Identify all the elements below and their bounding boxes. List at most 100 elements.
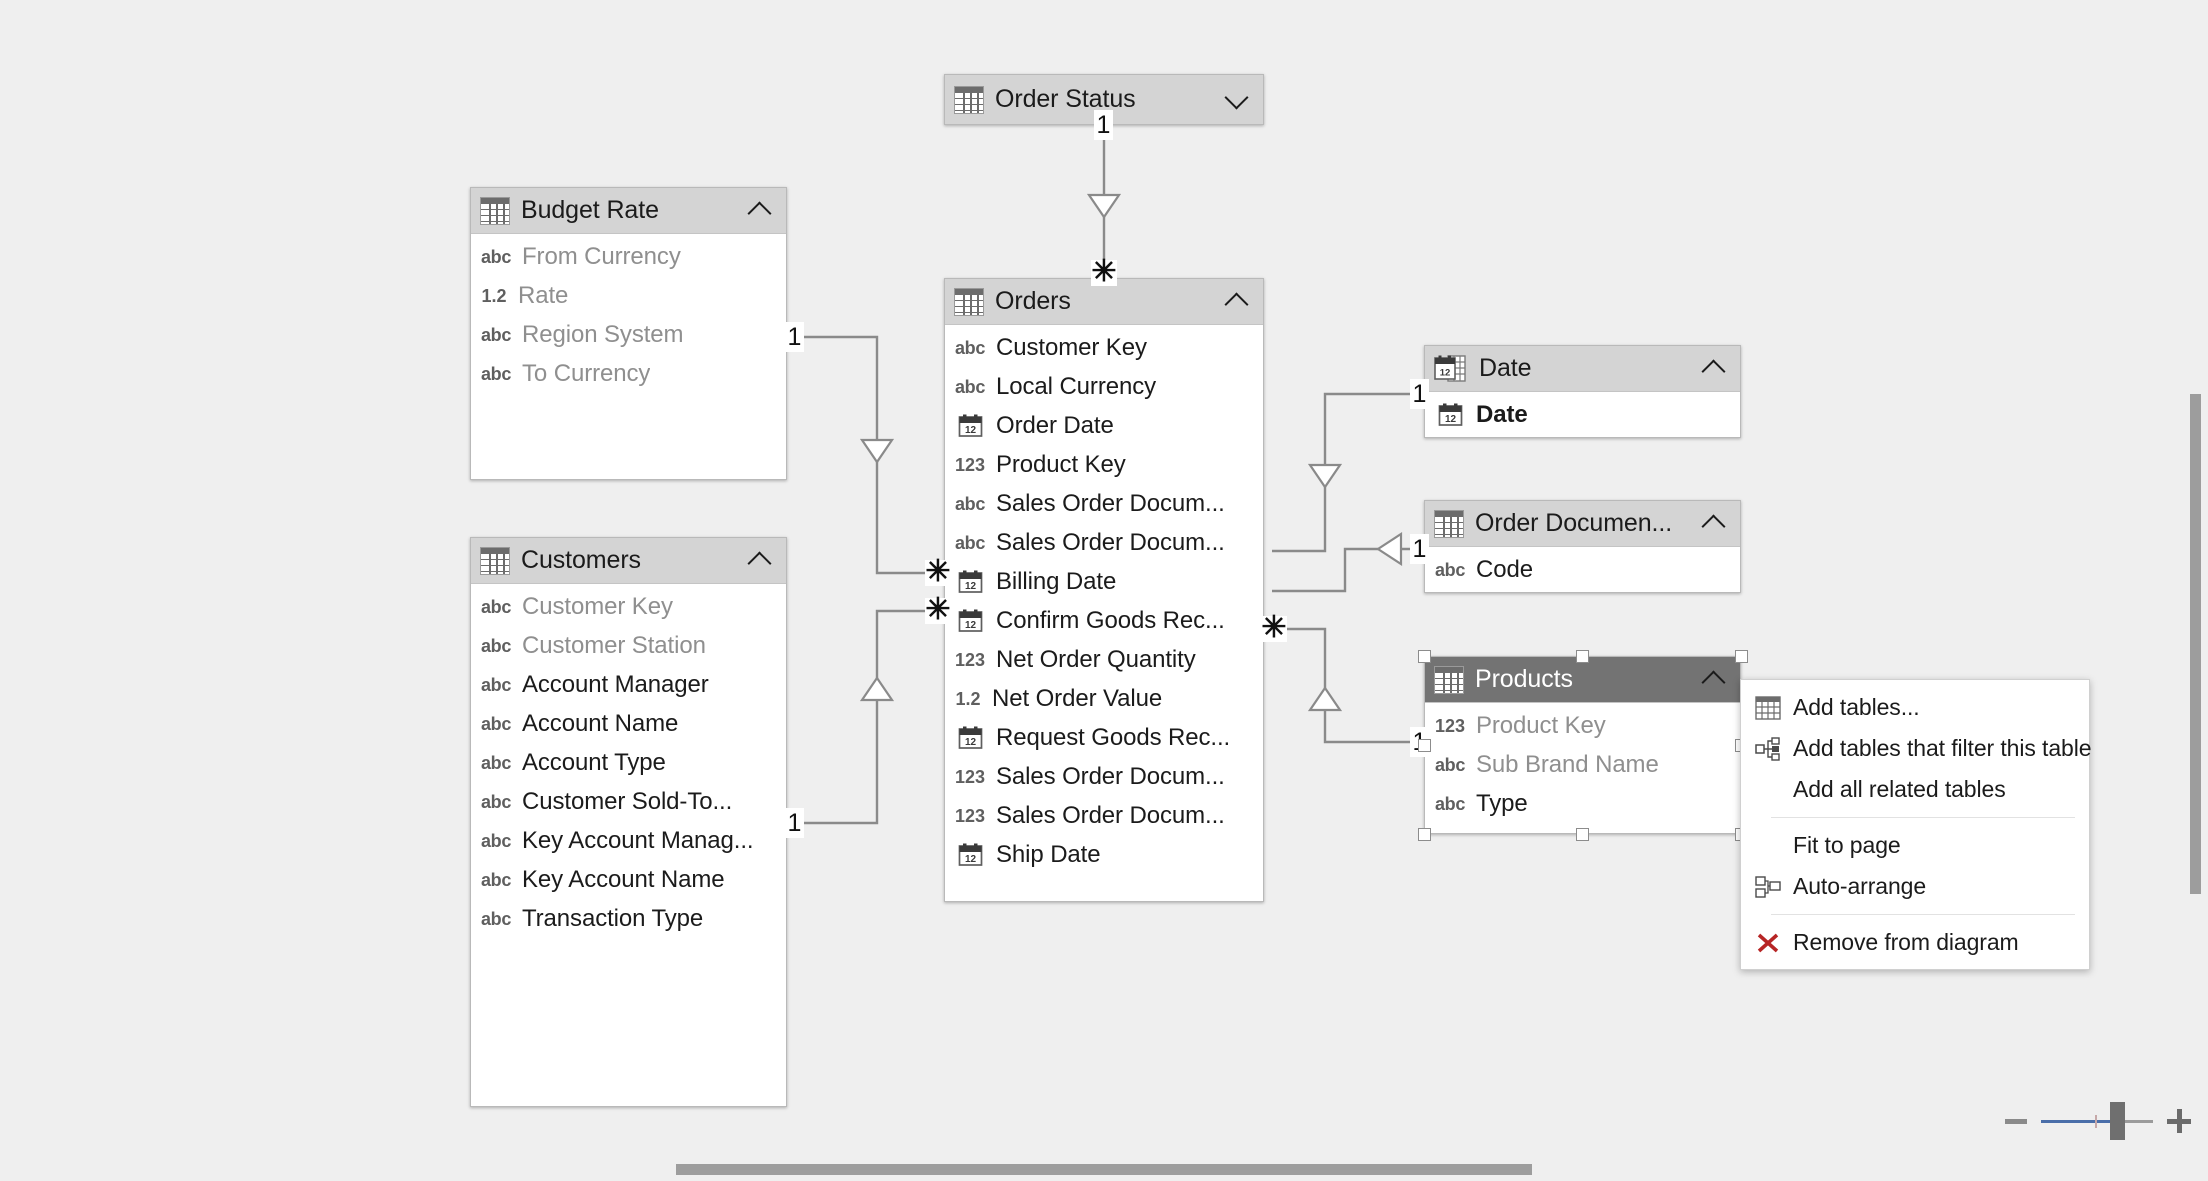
- resize-handle-top-left[interactable]: [1418, 650, 1431, 663]
- table-header-order-document[interactable]: Order Documen...: [1425, 501, 1740, 547]
- text-type-icon: abc: [480, 791, 512, 812]
- chevron-up-icon[interactable]: [746, 546, 776, 576]
- horizontal-scrollbar-thumb[interactable]: [676, 1164, 1532, 1175]
- number-type-icon: 123: [954, 649, 986, 670]
- table-header-orders[interactable]: Orders: [945, 279, 1263, 325]
- zoom-slider-remainder: [2117, 1119, 2153, 1123]
- zoom-slider-control[interactable]: [2005, 1102, 2191, 1140]
- text-type-icon: abc: [954, 532, 986, 553]
- table-title: Customers: [521, 546, 641, 574]
- resize-handle-top-center[interactable]: [1576, 650, 1589, 663]
- filter-tables-icon: [1755, 736, 1793, 761]
- chevron-up-icon[interactable]: [1700, 354, 1730, 384]
- resize-handle-bottom-center[interactable]: [1576, 828, 1589, 841]
- text-type-icon: abc: [480, 830, 512, 851]
- text-type-icon: abc: [480, 908, 512, 929]
- text-type-icon: abc: [480, 674, 512, 695]
- menu-item-label: Add all related tables: [1793, 776, 2006, 802]
- minus-icon[interactable]: [2005, 1118, 2027, 1124]
- text-type-icon: abc: [1434, 754, 1466, 775]
- context-menu[interactable]: Add tables... Add tables that filter thi…: [1740, 679, 2092, 970]
- table-header-products[interactable]: Products: [1425, 657, 1740, 703]
- date-type-icon: 12: [953, 841, 987, 869]
- menu-item-add-tables[interactable]: Add tables...: [1741, 687, 2089, 728]
- menu-item-add-all-related-tables[interactable]: Add all related tables: [1741, 769, 2089, 810]
- chevron-up-icon[interactable]: [1700, 509, 1730, 539]
- menu-item-fit-to-page[interactable]: Fit to page: [1741, 825, 2089, 866]
- chevron-up-icon[interactable]: [1223, 287, 1253, 317]
- menu-item-add-tables-that-filter[interactable]: Add tables that filter this table: [1741, 728, 2092, 769]
- zoom-slider-thumb[interactable]: [2110, 1102, 2125, 1140]
- chevron-down-icon[interactable]: [1223, 85, 1253, 115]
- resize-handle-top-right[interactable]: [1735, 650, 1748, 663]
- table-title: Date: [1479, 354, 1532, 382]
- text-type-icon: abc: [1434, 793, 1466, 814]
- table-icon: [480, 196, 510, 225]
- text-type-icon: abc: [954, 376, 986, 397]
- zoom-slider-tick: [2095, 1114, 2097, 1128]
- table-header-budget-rate[interactable]: Budget Rate: [471, 188, 786, 234]
- vertical-scrollbar-thumb[interactable]: [2190, 394, 2201, 894]
- chevron-up-icon[interactable]: [1700, 665, 1730, 695]
- red-x-icon: [1755, 931, 1793, 955]
- plus-icon[interactable]: [2167, 1109, 2191, 1133]
- zoom-slider-track[interactable]: [2041, 1102, 2153, 1140]
- number-type-icon: 123: [1434, 715, 1466, 736]
- text-type-icon: abc: [480, 713, 512, 734]
- resize-handle-bottom-left[interactable]: [1418, 828, 1431, 841]
- table-header-date[interactable]: 12 Date: [1425, 346, 1740, 392]
- table-header-customers[interactable]: Customers: [471, 538, 786, 584]
- chevron-up-icon[interactable]: [746, 196, 776, 226]
- number-type-icon: 123: [954, 766, 986, 787]
- resize-handle-middle-left[interactable]: [1418, 739, 1431, 752]
- menu-item-label: Remove from diagram: [1793, 929, 2019, 955]
- date-type-icon: 12: [953, 607, 987, 635]
- menu-item-remove-from-diagram[interactable]: Remove from diagram: [1741, 922, 2089, 963]
- relationship-date-orders: [1272, 392, 1419, 553]
- cardinality-one-budget-rate: 1: [785, 322, 804, 352]
- menu-item-auto-arrange[interactable]: Auto-arrange: [1741, 866, 2089, 907]
- table-title: Orders: [995, 287, 1071, 315]
